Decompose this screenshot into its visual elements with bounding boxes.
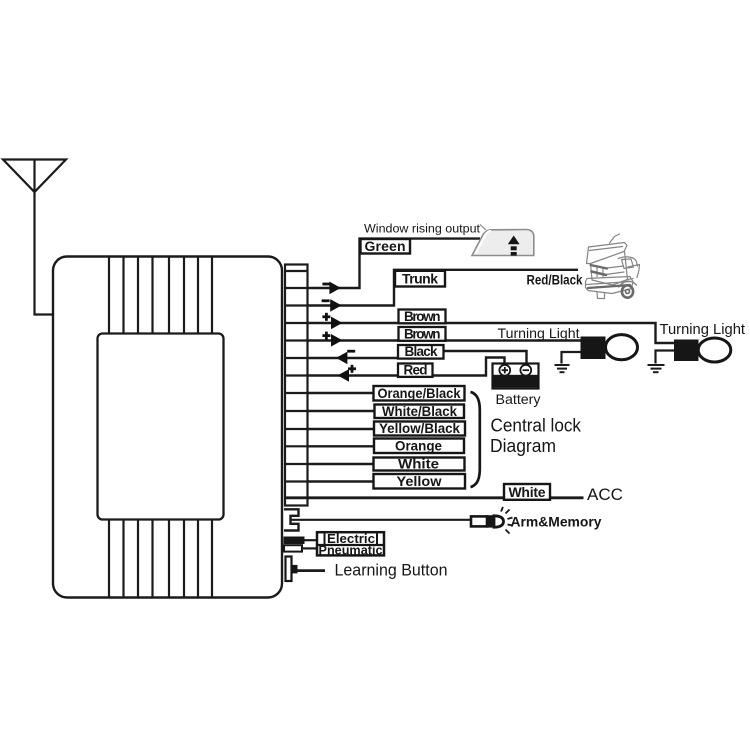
svg-text:Electric: Electric bbox=[327, 531, 375, 546]
svg-text:Battery: Battery bbox=[496, 391, 541, 407]
svg-text:Window rising output: Window rising output bbox=[364, 224, 481, 236]
svg-text:Pneumatic: Pneumatic bbox=[319, 542, 383, 557]
svg-text:Brown: Brown bbox=[404, 326, 441, 341]
svg-text:Orange/Black: Orange/Black bbox=[378, 386, 461, 401]
svg-text:Trunk: Trunk bbox=[402, 271, 438, 287]
svg-text:Learning Button: Learning Button bbox=[335, 562, 448, 580]
svg-text:White: White bbox=[398, 457, 440, 472]
svg-text:Black: Black bbox=[405, 344, 438, 359]
svg-text:Red: Red bbox=[404, 363, 428, 378]
svg-text:White/Black: White/Black bbox=[382, 404, 457, 419]
svg-text:Brown: Brown bbox=[404, 309, 441, 324]
svg-text:Green: Green bbox=[365, 238, 406, 254]
svg-text:ACC: ACC bbox=[587, 485, 623, 504]
svg-text:Turning Light: Turning Light bbox=[498, 325, 580, 341]
svg-text:White: White bbox=[509, 484, 546, 500]
svg-text:Yellow: Yellow bbox=[397, 474, 443, 489]
svg-text:Turning Light: Turning Light bbox=[660, 322, 746, 338]
svg-text:Diagram: Diagram bbox=[490, 435, 556, 456]
svg-text:Yellow/Black: Yellow/Black bbox=[379, 421, 460, 436]
svg-text:Central lock: Central lock bbox=[491, 415, 582, 436]
svg-text:Orange: Orange bbox=[395, 438, 442, 453]
svg-text:Arm&Memory: Arm&Memory bbox=[511, 514, 602, 530]
svg-text:Red/Black: Red/Black bbox=[527, 273, 583, 288]
